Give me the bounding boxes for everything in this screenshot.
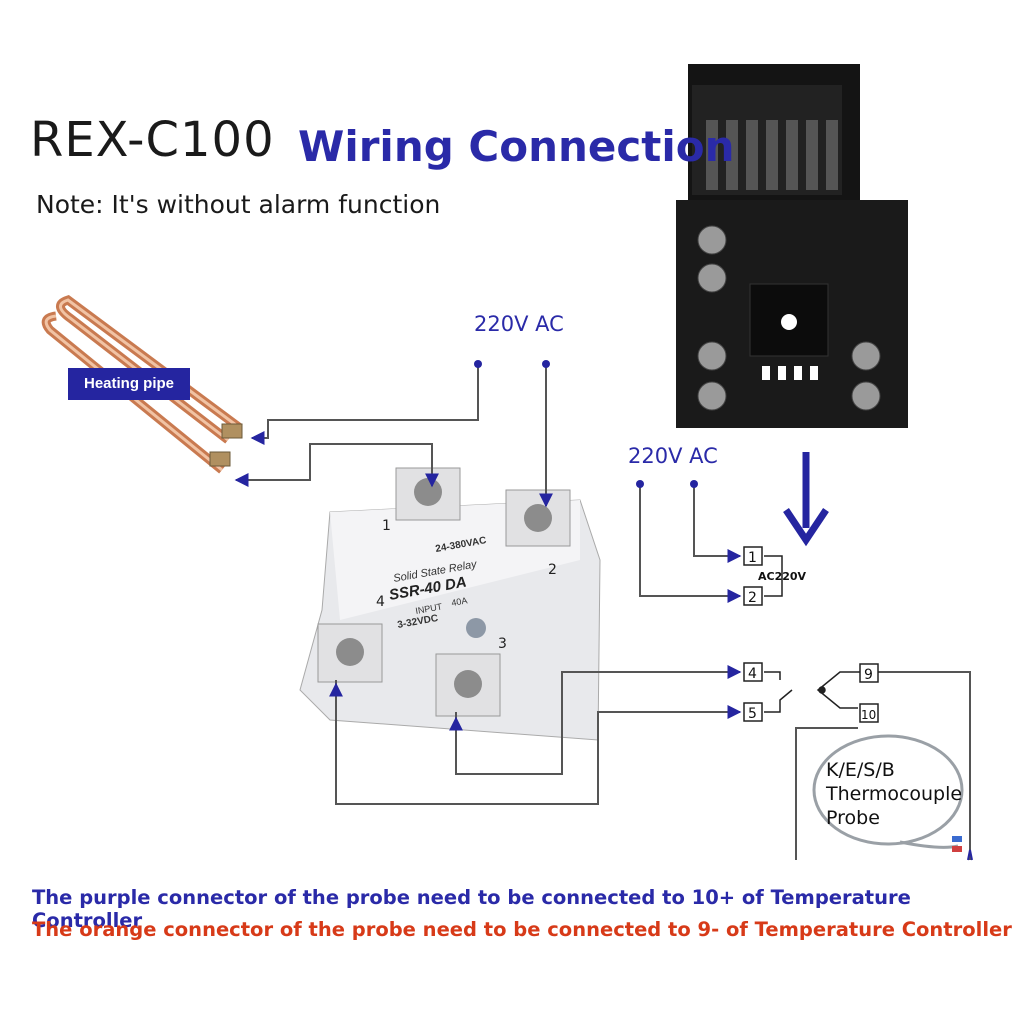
ssr-terminal-1: 1 <box>382 518 391 534</box>
controller-terminal-boxes <box>743 546 879 723</box>
ssr-terminal-4: 4 <box>376 594 385 610</box>
thermocouple-symbol-icon <box>816 671 858 709</box>
rex-c100-controller <box>676 64 908 428</box>
thermocouple-label-line1: K/E/S/B <box>826 759 895 781</box>
thermocouple-probe-image <box>812 734 973 861</box>
ac220v-terminal-label: AC220V <box>758 570 807 583</box>
heating-pipe-label: Heating pipe <box>68 368 190 400</box>
down-arrow-icon <box>783 452 829 547</box>
footer-note-orange: The orange connector of the probe need t… <box>32 918 1012 941</box>
thermocouple-label: K/E/S/B Thermocouple Probe <box>826 758 966 830</box>
thermocouple-label-line3: Probe <box>826 807 880 829</box>
thermocouple-label-line2: Thermocouple <box>826 783 963 805</box>
footer-note-purple: The purple connector of the probe need t… <box>32 886 911 932</box>
terminal-dots <box>474 360 698 488</box>
power-label-right: 220V AC <box>628 444 718 468</box>
ctrl-terminal-5: 5 <box>748 706 757 722</box>
relay-switch-icon <box>764 671 793 713</box>
ctrl-terminal-2: 2 <box>748 590 757 606</box>
ctrl-terminal-10: 10 <box>861 708 876 722</box>
ssr-current: 40A <box>451 595 469 608</box>
note-text: Note: It's without alarm function <box>36 190 441 219</box>
ctrl-terminal-1: 1 <box>748 550 757 566</box>
page-title-subtitle: Wiring Connection <box>298 122 735 171</box>
ssr-input-label: INPUT <box>415 601 444 616</box>
ctrl-terminal-4: 4 <box>748 666 757 682</box>
wires <box>234 364 971 860</box>
page-title-model: REX-C100 <box>30 112 275 168</box>
ssr-terminal-3: 3 <box>498 636 507 652</box>
ssr-terminal-2: 2 <box>548 562 557 578</box>
heating-pipe-image <box>41 295 243 474</box>
solid-state-relay <box>299 467 601 741</box>
ctrl-terminal-9: 9 <box>864 667 873 683</box>
power-label-top: 220V AC <box>474 312 564 336</box>
ac-bracket <box>764 555 783 597</box>
